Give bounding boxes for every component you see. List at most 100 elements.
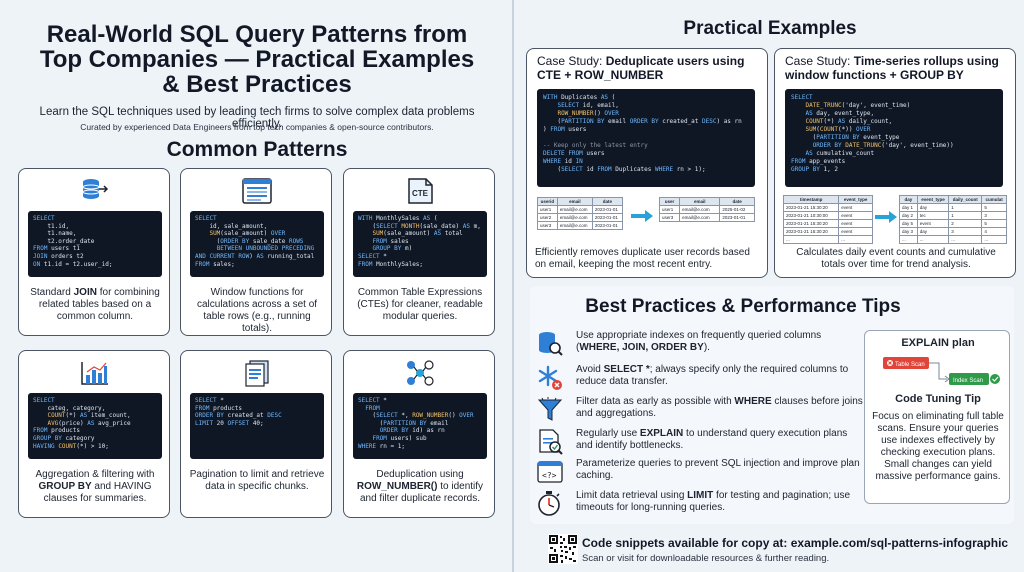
table-cell: 5 — [981, 203, 1007, 212]
code-line: id, sale_amount, — [195, 222, 268, 230]
explain-document-icon — [536, 428, 564, 456]
arrow-icon — [875, 211, 897, 223]
table-cell: ... — [782, 235, 840, 244]
pattern-card: CTE WITH MonthlySales AS ( (SELECT MONTH(… — [343, 168, 495, 336]
table-cell: 2 — [948, 219, 983, 228]
table-cell: 1 — [948, 203, 983, 212]
code-line: t1.id, — [33, 222, 70, 230]
qr-code-icon[interactable] — [548, 534, 578, 564]
table-header-cell: date — [591, 197, 624, 206]
index-scan-label: Index Scan — [953, 378, 983, 384]
pattern-code: WITH MonthlySales AS ( (SELECT MONTH(sal… — [353, 211, 487, 277]
code-line: JOIN orders t2 — [33, 252, 84, 260]
best-practices-title: Best Practices & Performance Tips — [585, 296, 901, 317]
window-table-icon — [241, 177, 273, 205]
code-line: t2.order_date — [33, 237, 95, 245]
case-study-timeseries-title: Case Study: Time-series rollups using wi… — [785, 54, 1011, 82]
tip-text: Parameterize queries to prevent SQL inje… — [576, 458, 860, 481]
tip-text: Regularly use EXPLAIN to understand quer… — [576, 428, 848, 451]
case-study-dedupe-title: Case Study: Deduplicate users using CTE … — [537, 54, 763, 82]
table-row: ............ — [899, 235, 1007, 244]
case-study-timeseries-caption: Calculates daily event counts and cumula… — [796, 247, 996, 270]
code-line: AVG(price) AS avg_price — [47, 419, 131, 427]
pattern-card: SELECT * FROM (SELECT *, ROW_NUMBER() OV… — [343, 350, 495, 518]
table-header-cell: timestamp — [782, 195, 840, 204]
code-line: (PARTITION BY event_type — [791, 134, 900, 141]
table-cell: 3 — [981, 211, 1007, 220]
code-line: (SELECT MONTH(sale_date) AS m, — [358, 222, 481, 230]
table-header-cell: userid — [537, 197, 558, 206]
svg-text:<?>: <?> — [542, 471, 557, 480]
code-line: AND CURRENT ROW) AS running_total — [195, 252, 315, 260]
pattern-description: Standard JOIN for combining related tabl… — [30, 287, 160, 322]
select-star-icon — [536, 364, 564, 392]
page-title: Real-World SQL Query Patterns from Top C… — [14, 22, 500, 97]
footer-subtext: Scan or visit for downloadable resources… — [582, 553, 830, 564]
code-line: ORDER BY DATE_TRUNC('day', event_time)) — [812, 142, 954, 149]
code-line: AS cumulative_count — [805, 150, 875, 157]
index-search-icon — [536, 330, 564, 358]
code-line: FROM products — [195, 404, 242, 412]
case-study-dedupe-caption: Efficiently removes duplicate user recor… — [535, 247, 750, 270]
tip-item: Avoid SELECT *; always specify only the … — [536, 364, 858, 396]
table-cell: day 5 — [899, 219, 918, 228]
table-scan-label: Table Scan — [895, 362, 925, 368]
code-line: FROM users) sub — [372, 434, 427, 442]
table-cell: user3 — [537, 221, 558, 230]
table-cell: user1 — [537, 205, 558, 214]
code-line: SELECT — [33, 215, 55, 222]
table-cell: 2023-01-01 — [591, 213, 624, 222]
code-tuning-tip-title: Code Tuning Tip — [895, 393, 981, 405]
tip-item: Use appropriate indexes on frequently qu… — [536, 330, 858, 362]
right-panel: Practical Examples Case Study: Deduplica… — [516, 0, 1024, 572]
pattern-description: Deduplication using ROW_NUMBER() to iden… — [356, 469, 484, 504]
code-line: ON t1.id = t2.user_id; — [33, 260, 113, 268]
code-line: FROM — [365, 404, 380, 412]
table-cell: ... — [838, 235, 873, 244]
table-cell: ... — [899, 235, 918, 244]
case-title-bold: Deduplicate users using CTE + ROW_NUMBER — [537, 54, 745, 82]
table-cell: email@e.com — [556, 221, 593, 230]
pattern-description: Aggregation & filtering with GROUP BY an… — [35, 469, 155, 504]
table-header-cell: email — [556, 197, 593, 206]
table-row: ...... — [782, 235, 873, 244]
table-cell: 2023-01-01 — [591, 205, 624, 214]
case-prefix: Case Study: — [785, 54, 854, 68]
table-cell: event — [838, 211, 873, 220]
table-cell: email@e.com — [679, 205, 721, 214]
code-line: HAVING COUNT(*) > 10; — [33, 442, 109, 450]
table-cell: ... — [948, 235, 983, 244]
footer-link-text[interactable]: Code snippets available for copy at: exa… — [582, 536, 1009, 550]
tip-item: Filter data as early as possible with WH… — [536, 396, 863, 428]
tip-item: Limit data retrieval using LIMIT for tes… — [536, 490, 858, 522]
common-patterns-title: Common Patterns — [166, 138, 348, 161]
svg-text:CTE: CTE — [412, 189, 429, 198]
code-line: BETWEEN UNBOUNDED PRECEDING — [216, 245, 315, 253]
table-cell: 1 — [948, 211, 983, 220]
code-line: SELECT * — [358, 252, 387, 260]
explain-plan-card: EXPLAIN plan Table Scan Index Scan Code … — [864, 330, 1010, 504]
code-line: GROUP BY m) — [372, 245, 413, 253]
tip-item: Regularly use EXPLAIN to understand quer… — [536, 428, 858, 460]
table-cell: day 2 — [899, 211, 918, 220]
tip-text: Limit data retrieval using LIMIT for tes… — [576, 490, 851, 513]
code-line: DELETE FROM users — [543, 150, 605, 157]
case-study-timeseries-code: SELECT DATE_TRUNC('day', event_time) AS … — [785, 89, 1003, 187]
code-line: FROM MonthlySales; — [358, 260, 424, 268]
table-cell: email@e.com — [556, 205, 593, 214]
practical-examples-title: Practical Examples — [683, 18, 857, 39]
table-cell: ... — [916, 235, 950, 244]
